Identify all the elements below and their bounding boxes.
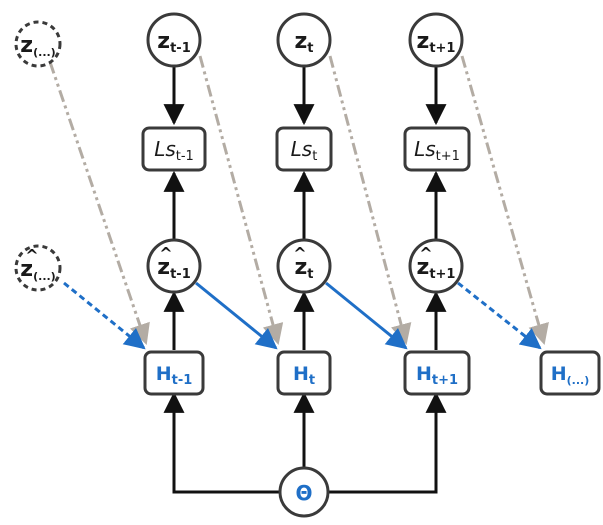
ls-t-base: Ls xyxy=(291,137,313,161)
svg-text:Ht: Ht xyxy=(293,363,315,388)
svg-text:H(...): H(...) xyxy=(551,363,590,387)
svg-text:z(...): z(...) xyxy=(20,33,55,59)
svg-text:zt-1: zt-1 xyxy=(157,255,190,282)
svg-text:zt: zt xyxy=(294,255,313,282)
h-next-sub: (...) xyxy=(567,374,590,387)
node-ls-t+1: Lst+1 xyxy=(403,126,471,172)
node-z-prev: z(...) xyxy=(14,20,62,68)
svg-text:zt+1: zt+1 xyxy=(417,255,456,282)
node-h-t: Ht xyxy=(276,350,332,396)
node-z-t: zt xyxy=(276,12,332,68)
zhat-t-base: z xyxy=(294,255,307,280)
svg-text:zt-1: zt-1 xyxy=(157,29,190,56)
h-t-1-base: H xyxy=(156,363,172,385)
node-zhat-prev: z(...) ^ xyxy=(14,244,62,292)
zhat-t-1-sub: t-1 xyxy=(170,267,191,282)
z-t-1-base: z xyxy=(157,29,170,54)
z-prev-sub: (...) xyxy=(33,46,56,59)
zhat-t-sub: t xyxy=(307,267,313,282)
node-ls-t-1: Lst-1 xyxy=(141,126,207,172)
node-ls-t: Lst xyxy=(275,126,333,172)
zhat-t-1-base: z xyxy=(157,255,170,280)
z-t-base: z xyxy=(294,29,307,54)
h-t-sub: t xyxy=(309,373,315,388)
svg-text:Lst: Lst xyxy=(291,137,318,164)
zhat-prev-sub: (...) xyxy=(33,270,56,283)
h-t+1-sub: t+1 xyxy=(432,373,458,388)
svg-text:zt+1: zt+1 xyxy=(417,29,456,56)
edge-z-t+1-to-h-next xyxy=(460,55,549,346)
node-h-t-1: Ht-1 xyxy=(143,350,205,396)
z-t+1-base: z xyxy=(417,29,430,54)
node-h-next: H(...) xyxy=(539,350,601,396)
ls-t+1-base: Ls xyxy=(414,137,436,161)
zhat-t+1-sub: t+1 xyxy=(429,267,455,282)
edge-z-t-to-h-t+1 xyxy=(328,55,412,346)
svg-text:Ht+1: Ht+1 xyxy=(416,363,458,388)
edge-z-prev-to-h-t-1 xyxy=(48,61,150,345)
node-zhat-t-1: zt-1 ^ xyxy=(146,238,202,294)
z-t+1-sub: t+1 xyxy=(429,41,455,56)
h-row: Ht-1 Ht Ht+1 H(...) xyxy=(143,350,601,396)
edge-theta-to-h-t-1 xyxy=(163,391,282,494)
node-z-t-1: zt-1 xyxy=(146,12,202,68)
node-theta: Θ xyxy=(278,466,330,518)
ls-t-sub: t xyxy=(312,149,317,164)
ls-t+1-sub: t+1 xyxy=(436,149,460,164)
svg-text:Lst-1: Lst-1 xyxy=(154,137,194,164)
z-row: z(...) zt-1 zt zt+1 xyxy=(14,12,464,68)
edges xyxy=(48,55,549,494)
svg-text:Ht-1: Ht-1 xyxy=(156,363,193,388)
node-h-t+1: Ht+1 xyxy=(403,350,471,396)
h-t-base: H xyxy=(293,363,309,385)
ls-t-1-sub: t-1 xyxy=(176,149,194,164)
svg-text:zt: zt xyxy=(294,29,313,56)
h-t+1-base: H xyxy=(416,363,432,385)
h-next-base: H xyxy=(551,363,567,385)
svg-text:z(...): z(...) xyxy=(20,257,55,283)
node-zhat-t: zt ^ xyxy=(276,238,332,294)
zhat-t+1-base: z xyxy=(417,255,430,280)
zhat-prev-base: z xyxy=(20,257,33,282)
ls-t-1-base: Ls xyxy=(154,137,176,161)
ls-row: Lst-1 Lst Lst+1 xyxy=(141,126,471,172)
edge-theta-to-h-t+1 xyxy=(326,391,447,494)
hat-mark: ^ xyxy=(419,244,432,263)
svg-text:Lst+1: Lst+1 xyxy=(414,137,460,164)
hat-mark: ^ xyxy=(293,244,306,263)
edge-zhat-prev-to-h-t-1 xyxy=(63,281,146,350)
z-t-1-sub: t-1 xyxy=(170,41,191,56)
node-z-t+1: zt+1 xyxy=(408,12,464,68)
zhat-row: z(...) ^ zt-1 ^ zt ^ zt+1 ^ xyxy=(14,238,464,294)
edge-zhat-t-to-h-t+1 xyxy=(325,281,408,350)
hat-mark: ^ xyxy=(159,244,172,263)
node-zhat-t+1: zt+1 ^ xyxy=(408,238,464,294)
z-prev-base: z xyxy=(20,33,33,58)
edge-zhat-t+1-to-h-next xyxy=(457,281,542,350)
h-t-1-sub: t-1 xyxy=(172,373,193,388)
z-t-sub: t xyxy=(307,41,313,56)
theta-label: Θ xyxy=(295,481,312,505)
edge-zhat-t-1-to-h-t xyxy=(195,281,278,350)
hat-mark: ^ xyxy=(25,246,38,265)
edge-z-t-1-to-h-t xyxy=(198,55,284,346)
